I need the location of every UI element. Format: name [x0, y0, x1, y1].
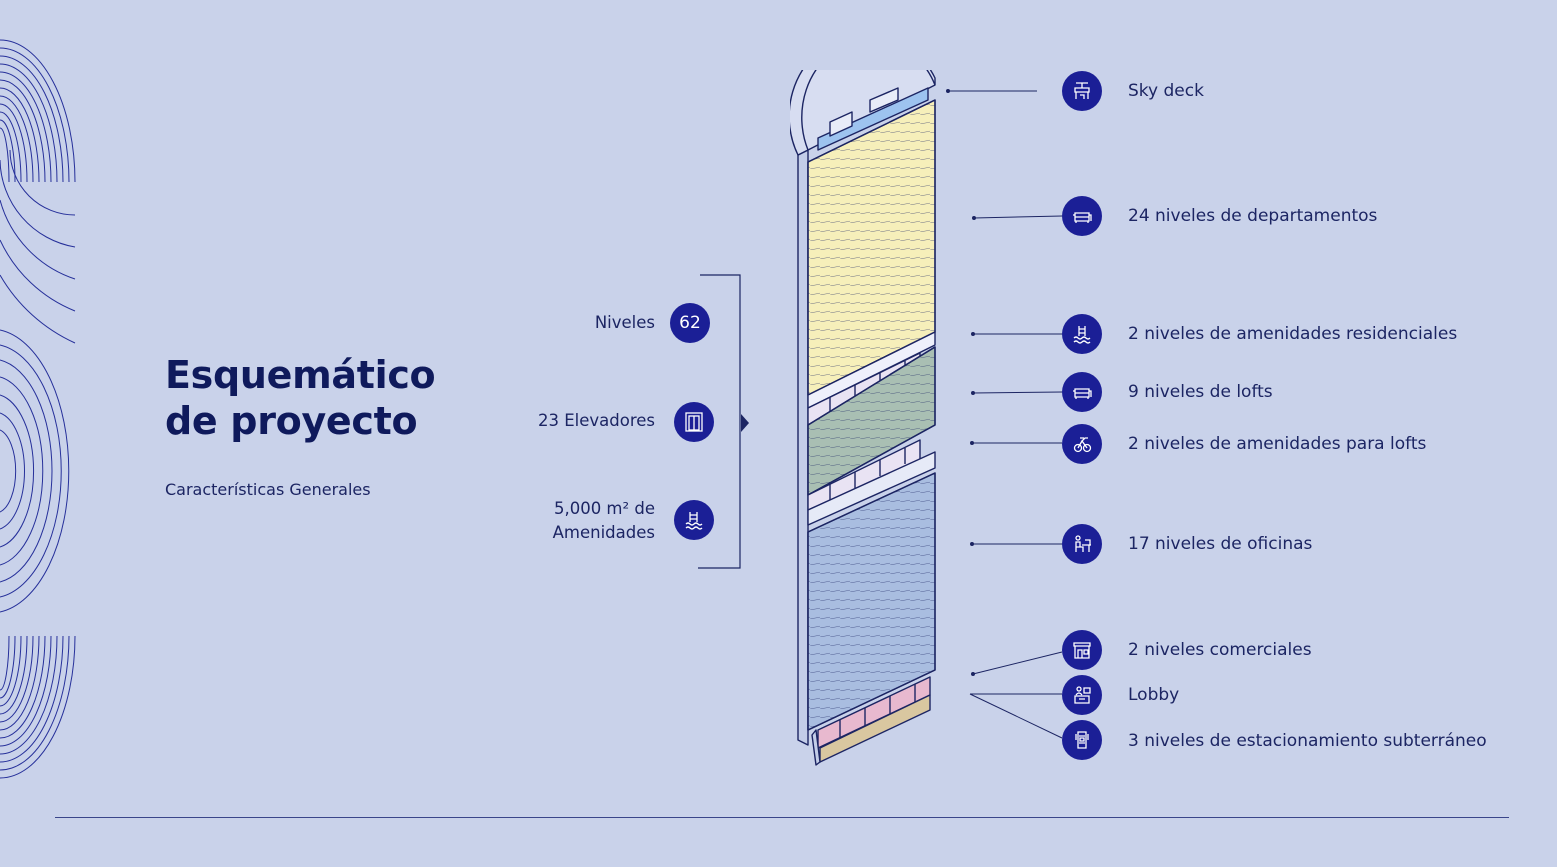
sky-deck-icon: [1062, 71, 1102, 111]
page-title-line1: Esquemático: [165, 353, 436, 397]
levels-badge: 62: [670, 303, 710, 343]
top-arc-fan: [0, 39, 76, 183]
stats-bracket: [698, 274, 749, 569]
feature-label-parking: 3 niveles de estacionamiento subterráneo: [1128, 731, 1487, 751]
bottom-divider: [55, 817, 1509, 818]
page-title-line2: de proyecto: [165, 399, 418, 443]
bottom-arc-fan: [0, 635, 76, 779]
tower-illustration: [790, 70, 936, 766]
pool-icon: [1062, 314, 1102, 354]
office-desk-icon: [1062, 524, 1102, 564]
feature-label-lofts: 9 niveles de lofts: [1128, 382, 1273, 402]
page-subtitle: Características Generales: [165, 480, 371, 499]
concentric-rings: [0, 329, 70, 613]
bike-icon: [1062, 424, 1102, 464]
feature-label-commercial: 2 niveles comerciales: [1128, 640, 1312, 660]
elevator-icon: [674, 402, 714, 442]
pool-ladder-icon: [674, 500, 714, 540]
loft-sofa-icon: [1062, 372, 1102, 412]
feature-label-apartments: 24 niveles de departamentos: [1128, 206, 1378, 226]
elevators-label: 23 Elevadores: [537, 411, 655, 430]
quarter-rings: [0, 149, 76, 344]
storefront-icon: [1062, 630, 1102, 670]
amenities-label: 5,000 m² de Amenidades: [520, 497, 655, 545]
sky-deck-glass: [817, 87, 929, 151]
feature-label-sky-deck: Sky deck: [1128, 81, 1204, 101]
levels-label: Niveles: [594, 313, 655, 332]
reception-icon: [1062, 675, 1102, 715]
apartment-sofa-icon: [1062, 196, 1102, 236]
feature-label-residential-amenities: 2 niveles de amenidades residenciales: [1128, 324, 1458, 344]
page-title: Esquemático de proyecto: [165, 352, 436, 444]
amenities-line1: 5,000 m² de: [553, 499, 655, 518]
amenities-line2: Amenidades: [552, 523, 655, 542]
feature-label-offices: 17 niveles de oficinas: [1128, 534, 1313, 554]
leader-lines: [946, 89, 1063, 739]
feature-label-lobby: Lobby: [1128, 685, 1180, 705]
decorative-arcs: [0, 39, 76, 779]
feature-label-loft-amenities: 2 niveles de amenidades para lofts: [1128, 434, 1427, 454]
levels-value: 62: [679, 313, 701, 333]
car-icon: [1062, 720, 1102, 760]
